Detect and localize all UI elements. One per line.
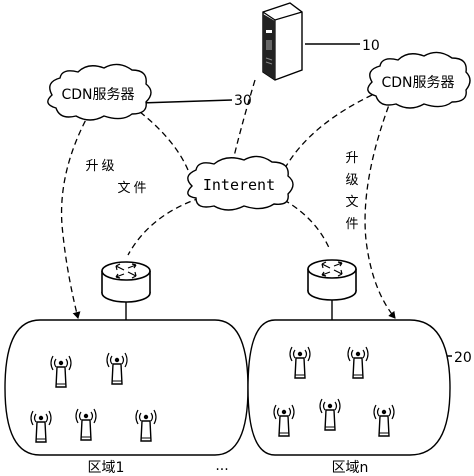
- cdn-server-right-cloud: CDN服务器: [367, 51, 471, 109]
- server-icon: [262, 2, 303, 81]
- upgrade-file-left-label: 升 级 文 件: [85, 159, 146, 196]
- ellipsis-label: ...: [215, 458, 228, 474]
- region-1: [4, 319, 249, 456]
- svg-text:文: 文: [117, 181, 130, 196]
- svg-text:升: 升: [85, 159, 98, 174]
- svg-text:件: 件: [133, 181, 146, 196]
- svg-text:文: 文: [345, 195, 358, 210]
- internet-to-router-right-line: [274, 194, 331, 251]
- cdn-right-label: CDN服务器: [381, 75, 454, 91]
- ref-number-10: 10: [362, 38, 380, 54]
- svg-text:升: 升: [345, 151, 358, 166]
- svg-text:件: 件: [345, 217, 358, 232]
- region-1-label: 区域1: [88, 460, 125, 476]
- upgrade-right-arrow: [364, 96, 396, 319]
- cdn-server-left-cloud: CDN服务器: [47, 63, 152, 121]
- region-n-label: 区域n: [332, 460, 369, 476]
- ref-number-30: 30: [234, 93, 252, 109]
- region-n: [247, 319, 451, 456]
- ref-number-20: 20: [454, 350, 472, 366]
- internet-cloud: Interent: [187, 155, 294, 211]
- cdn-right-to-internet-line: [284, 94, 373, 169]
- cdn-left-label: CDN服务器: [61, 87, 134, 103]
- internet-to-router-left-line: [127, 197, 201, 256]
- router-right-icon: [307, 259, 357, 301]
- internet-label: Interent: [203, 176, 275, 194]
- cdn-left-to-internet-line: [139, 111, 189, 171]
- upgrade-left-arrow: [60, 111, 91, 319]
- upgrade-file-right-label: 升 级 文 件: [345, 151, 358, 232]
- svg-text:级: 级: [345, 173, 358, 188]
- router-left-icon: [101, 261, 151, 303]
- leader-line-30: [139, 99, 233, 104]
- svg-text:级: 级: [101, 159, 114, 174]
